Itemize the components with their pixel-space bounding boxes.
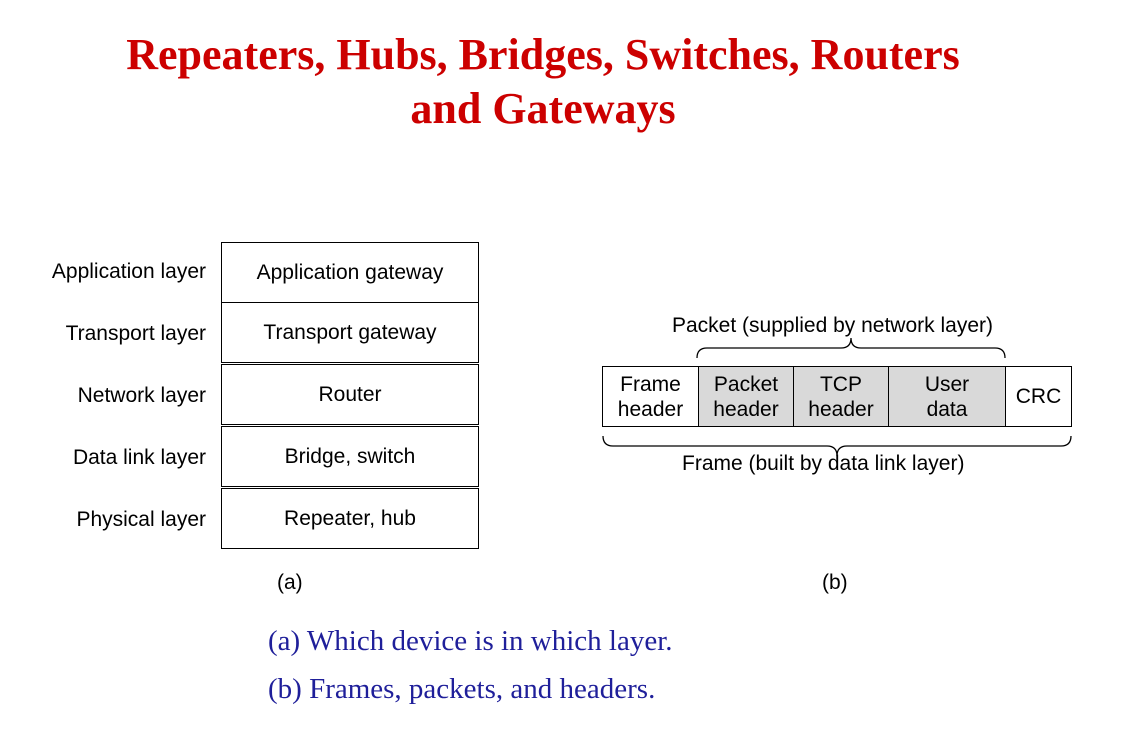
- device-box-router: Router: [221, 364, 479, 425]
- layer-label-data-link: Data link layer: [72, 446, 206, 469]
- caption-b-text: (b) Frames, packets, and headers.: [268, 673, 656, 705]
- device-box-bridge-switch: Bridge, switch: [221, 426, 479, 487]
- packet-brace: [696, 337, 1006, 359]
- device-box-repeater-hub: Repeater, hub: [221, 488, 479, 549]
- frame-cell-frame-header: Frame header: [602, 366, 699, 427]
- frame-label: Frame (built by data link layer): [682, 452, 965, 475]
- frame-cell-crc: CRC: [1005, 366, 1072, 427]
- caption-a-text: (a) Which device is in which layer.: [268, 625, 673, 657]
- figure-b-label: (b): [822, 571, 848, 594]
- layer-label-network: Network layer: [77, 384, 206, 407]
- frame-cell-tcp-header: TCP header: [793, 366, 889, 427]
- device-box-application-gateway: Application gateway: [221, 242, 479, 303]
- device-box-transport-gateway: Transport gateway: [221, 302, 479, 363]
- slide-title: Repeaters, Hubs, Bridges, Switches, Rout…: [0, 28, 1086, 136]
- layer-label-application: Application layer: [51, 260, 206, 283]
- slide-title-line-2: and Gateways: [410, 84, 676, 133]
- figure-a-label: (a): [277, 571, 303, 594]
- layer-label-transport: Transport layer: [65, 322, 206, 345]
- slide-title-line-1: Repeaters, Hubs, Bridges, Switches, Rout…: [126, 30, 960, 79]
- layer-label-physical: Physical layer: [76, 508, 206, 531]
- frame-cell-user-data: User data: [888, 366, 1006, 427]
- packet-label: Packet (supplied by network layer): [672, 314, 993, 337]
- frame-cell-packet-header: Packet header: [698, 366, 794, 427]
